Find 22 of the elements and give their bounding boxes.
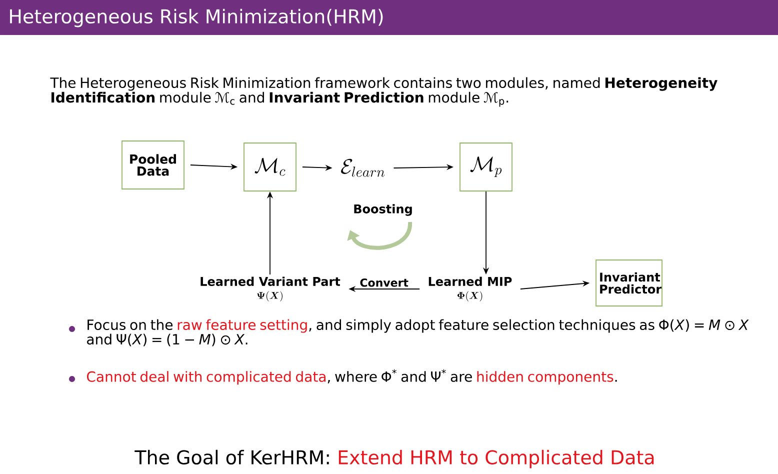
output-label: Learned MIP $\boldsymbol{\Phi}(\boldsymbol{X})$ [428, 276, 512, 302]
output-label: Learned Variant Part $\boldsymbol{\Psi}(\boldsymbol{X})$ [200, 276, 340, 302]
bullet-text: Cannot deal with complicated data , where Φ$^{*}$ and Ψ$^{*}$ are hidden components. [86, 369, 617, 385]
label: raw feature setting [178, 319, 307, 333]
output-box: Invariant Predictor [596, 260, 662, 306]
module-box: $\mathcal{M}_p$ [460, 142, 512, 192]
math-label: $\mathcal{E}_{learn}$ [341, 158, 385, 177]
intro-text: The Heterogeneous Risk Minimization framework contains two modules, named Heterogeneity Identification module ℳ$_{c}$ and Invariant Prediction module ℳ$_{p}$. [50, 77, 718, 107]
module-box: $\mathcal{M}_c$ [244, 142, 296, 192]
title-bar: Heterogeneous Risk Minimization(HRM) [0, 0, 778, 35]
edge-label: Convert [358, 277, 410, 288]
goal-text: The Goal of KerHRM: Extend HRM to Complicated Data [134, 450, 654, 468]
label: , and simply adopt feature selection techniques as Φ(X) = M ⊙ X [309, 319, 749, 333]
label: , where Φ$^{*}$ and Ψ$^{*}$ are [328, 369, 472, 384]
label: Cannot deal with complicated data [86, 371, 326, 385]
label: and Ψ(X) = (1 − M) ⊙ X. [87, 334, 248, 346]
boosting-label: Boosting [354, 204, 412, 216]
label: Focus on the [88, 319, 173, 330]
label: hidden components [477, 371, 614, 385]
bullet-text: Focus on the raw feature setting , and simply adopt feature selection techniques as Φ(X) = M ⊙ X and Ψ(X) = (1 − M) ⊙ X. [87, 319, 749, 346]
input-box: Pooled Data [122, 140, 184, 190]
label: . [615, 380, 617, 382]
